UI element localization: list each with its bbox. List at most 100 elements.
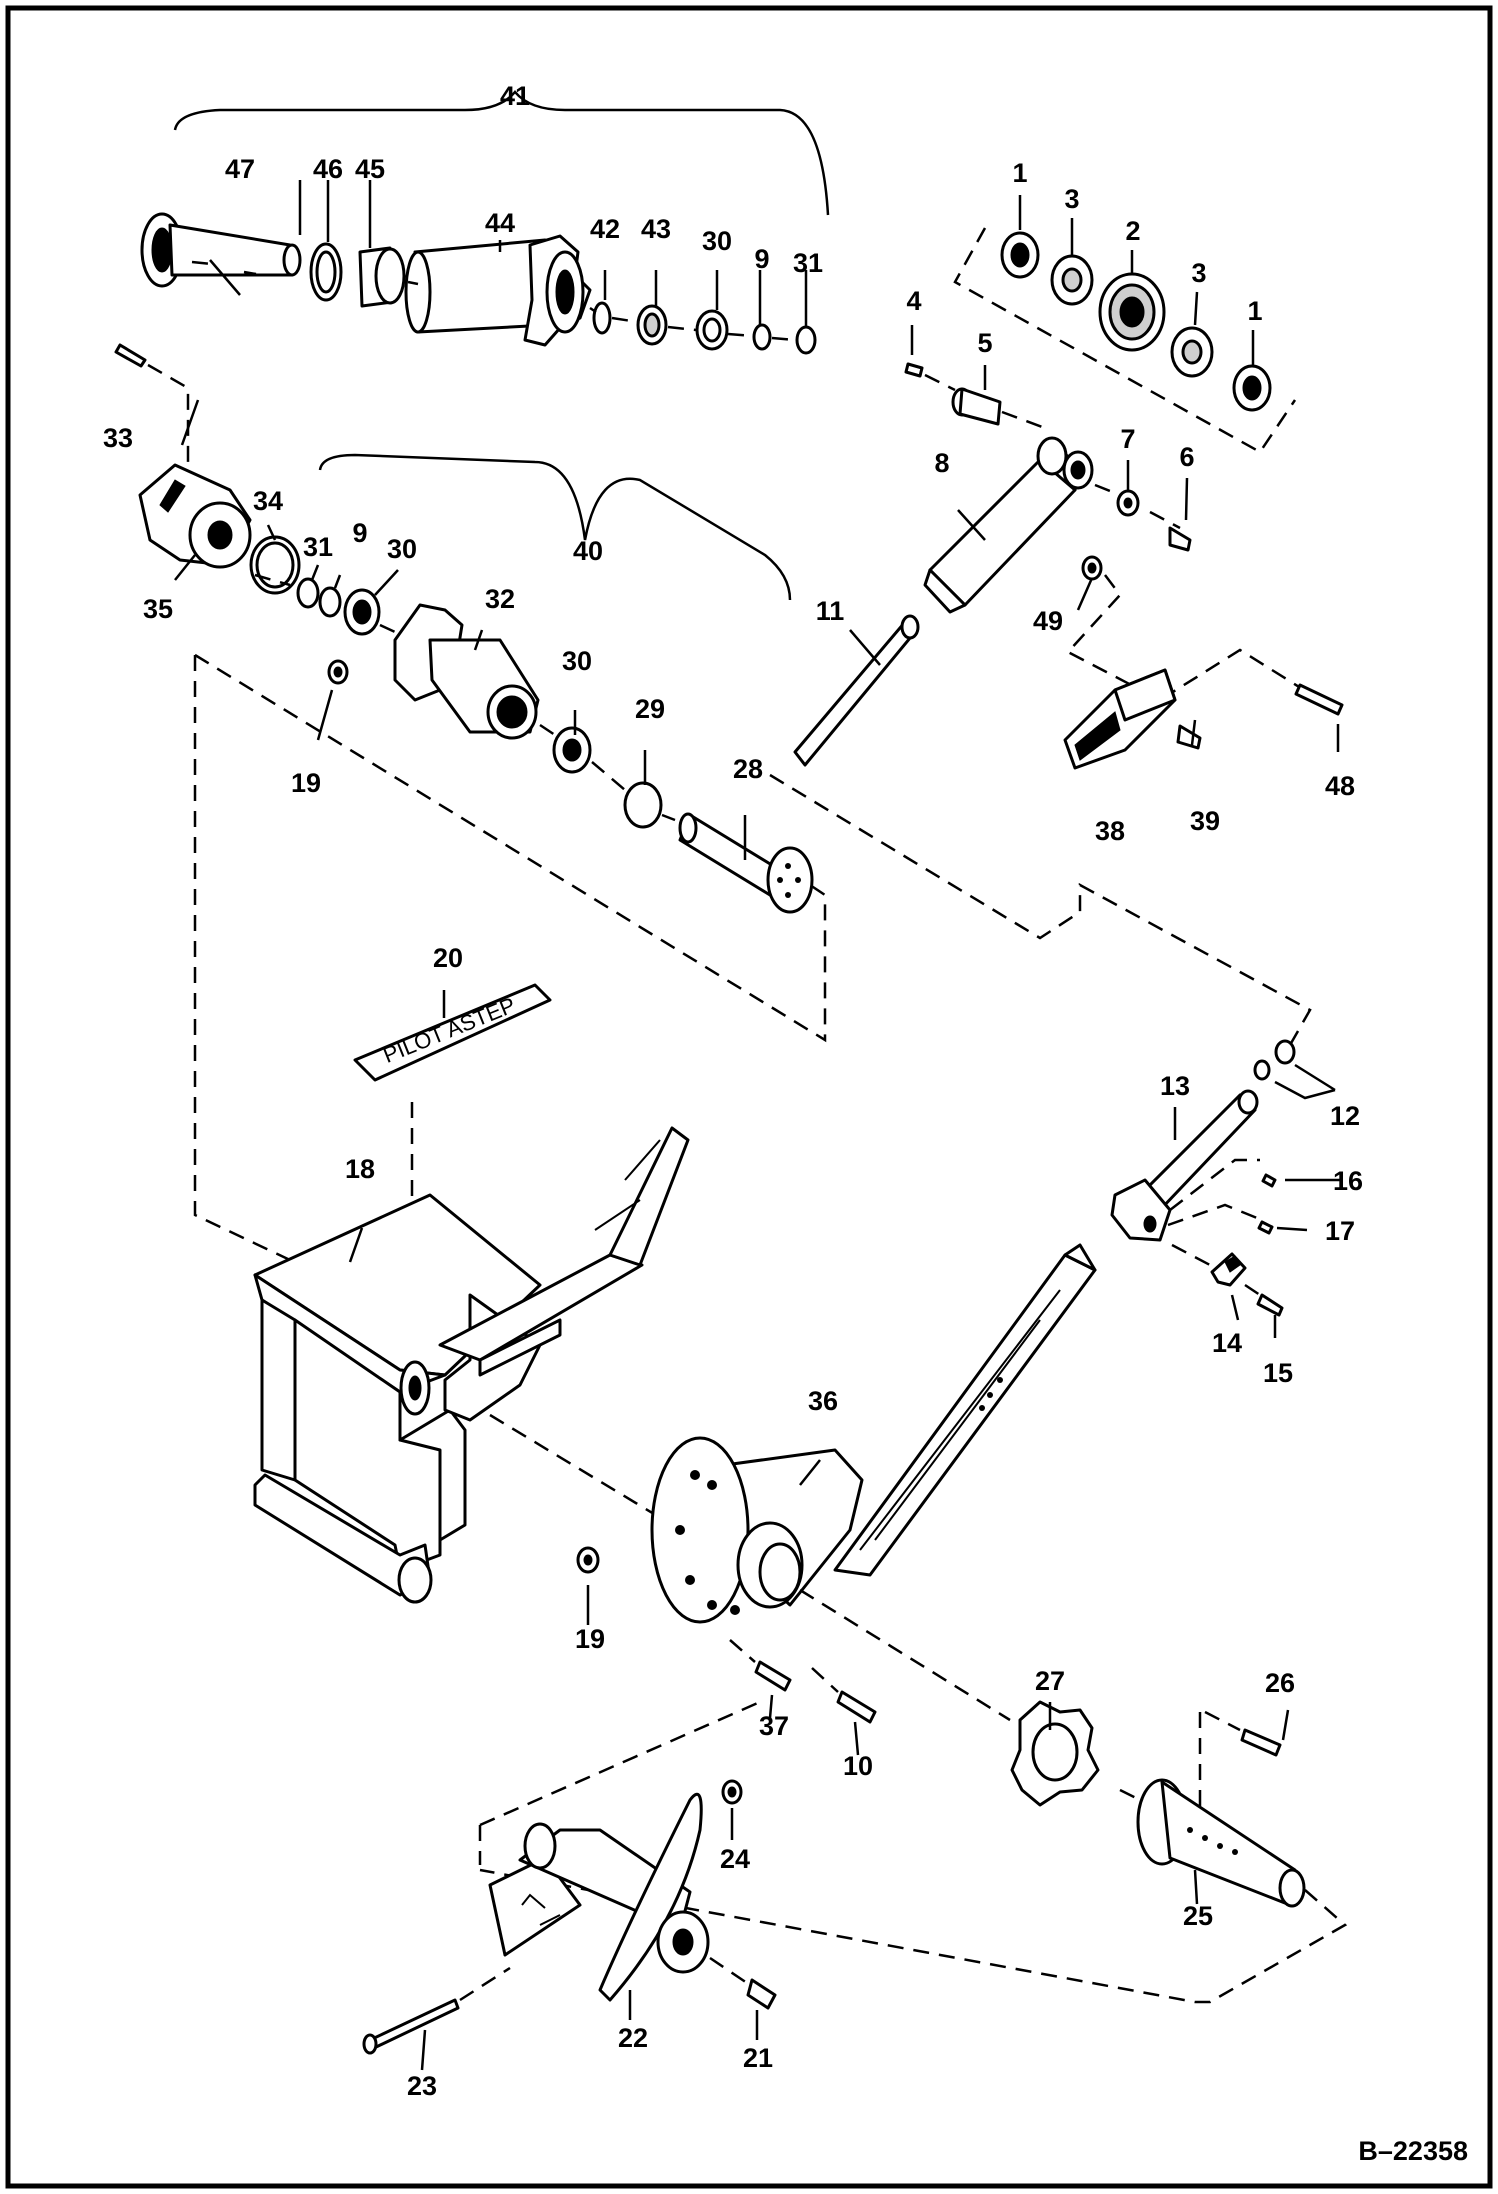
callout-36: 36 <box>808 1386 838 1416</box>
group-41-bracket <box>173 90 830 216</box>
group-40-bracket <box>318 453 792 601</box>
part-46-ring <box>309 242 343 302</box>
callout-20: 20 <box>433 943 463 973</box>
callout-10: 10 <box>843 1751 873 1781</box>
part-42-seal <box>592 301 612 335</box>
dash-tube-screws <box>1167 1158 1263 1227</box>
part-4-grease-fitting <box>904 362 924 378</box>
part-7-nut <box>1116 489 1140 517</box>
callout-7: 7 <box>1120 424 1135 454</box>
callout-numbers: 41 47 46 45 44 42 43 30 9 31 1 3 2 3 1 4… <box>103 81 1363 2101</box>
part-24-nut <box>721 1779 743 1805</box>
callout-19-upper: 19 <box>291 768 321 798</box>
dash-screws-37-10 <box>729 1639 839 1693</box>
part-16-screw <box>1261 1173 1277 1188</box>
part-2-roller <box>1098 272 1166 352</box>
callout-28: 28 <box>733 754 763 784</box>
part-47-axle <box>140 212 302 288</box>
part-9-ring-mid <box>318 586 342 618</box>
dash-box-rollers <box>953 227 1297 454</box>
part-11-rod <box>793 614 920 767</box>
part-19-nut-lower <box>576 1546 600 1574</box>
callout-41: 41 <box>500 81 530 111</box>
dash-pin-to-link <box>924 373 1046 430</box>
part-35-motor <box>138 463 252 569</box>
callout-3-b: 3 <box>1191 258 1206 288</box>
callout-17: 17 <box>1325 1216 1355 1246</box>
callout-48: 48 <box>1325 771 1355 801</box>
leader-12 <box>1274 1063 1336 1100</box>
part-25-shaft <box>1136 1778 1306 1908</box>
callout-14: 14 <box>1212 1328 1242 1358</box>
callout-43: 43 <box>641 214 671 244</box>
part-14-clip <box>1210 1252 1247 1287</box>
part-3-washer-a <box>1050 254 1094 306</box>
part-31-ring-top <box>795 325 817 355</box>
page-border <box>5 5 1493 2189</box>
part-5-pin <box>951 387 1002 426</box>
part-48-screw <box>1294 683 1344 716</box>
callout-42: 42 <box>590 214 620 244</box>
callout-25: 25 <box>1183 1901 1213 1931</box>
callout-leaders <box>174 180 1340 2071</box>
part-22-foot <box>488 1792 710 2002</box>
callout-5: 5 <box>977 328 992 358</box>
part-18-frame <box>253 1126 690 1604</box>
part-10-screw <box>836 1690 877 1724</box>
callout-33: 33 <box>103 423 133 453</box>
dash-box-foot <box>478 1700 1348 2004</box>
callout-47: 47 <box>225 154 255 184</box>
dash-screw-21 <box>709 1956 751 1987</box>
part-21-screw <box>746 1978 777 2010</box>
dash-frame <box>293 1350 781 1592</box>
callout-30-top: 30 <box>702 226 732 256</box>
callout-18: 18 <box>345 1154 375 1184</box>
callout-22: 22 <box>618 2023 648 2053</box>
part-23-bolt <box>362 1998 460 2055</box>
part-15-screw <box>1256 1293 1284 1317</box>
part-13-tube <box>1110 1089 1259 1242</box>
part-27-sprocket <box>1010 1700 1100 1807</box>
part-17-screw <box>1257 1220 1274 1235</box>
axis-dashes-mid-hub <box>254 573 676 822</box>
dash-link-to-screw <box>1094 483 1181 530</box>
part-9-ring-top <box>752 323 772 351</box>
callout-15: 15 <box>1263 1358 1293 1388</box>
callout-2: 2 <box>1125 216 1140 246</box>
callout-9-mid: 9 <box>352 518 367 548</box>
callout-49: 49 <box>1033 606 1063 636</box>
dash-bolt-33 <box>147 363 190 468</box>
callout-35: 35 <box>143 594 173 624</box>
part-12-rings <box>1253 1039 1296 1081</box>
callout-46: 46 <box>313 154 343 184</box>
callout-31-top: 31 <box>793 248 823 278</box>
callout-30-low: 30 <box>562 646 592 676</box>
callout-6: 6 <box>1179 442 1194 472</box>
part-34-o-ring <box>249 535 301 595</box>
callout-31-mid: 31 <box>303 532 333 562</box>
dash-outline-hub-to-frame <box>193 653 827 1262</box>
part-29-o-ring <box>623 781 663 829</box>
dash-clip <box>1171 1243 1261 1297</box>
callout-30-mid: 30 <box>387 534 417 564</box>
dash-bracket-38 <box>1065 574 1321 702</box>
part-31-ring-mid <box>296 577 320 609</box>
callout-23: 23 <box>407 2071 437 2101</box>
part-20-decal: PILOT ASTEP <box>353 983 552 1082</box>
part-45-bearing <box>358 246 406 308</box>
callout-8: 8 <box>934 448 949 478</box>
callout-39: 39 <box>1190 806 1220 836</box>
decal-text: PILOT ASTEP <box>380 992 519 1068</box>
part-19-nut-upper <box>327 659 349 685</box>
part-30-cup-top <box>695 309 729 351</box>
callout-3-a: 3 <box>1064 184 1079 214</box>
part-3-washer-b <box>1170 326 1214 378</box>
callout-38: 38 <box>1095 816 1125 846</box>
callout-45: 45 <box>355 154 385 184</box>
part-36-lift-arm <box>650 1243 1097 1624</box>
part-28-spindle <box>678 812 814 914</box>
callout-11: 11 <box>816 596 845 626</box>
part-44-hub <box>404 234 592 347</box>
callout-16: 16 <box>1333 1166 1363 1196</box>
